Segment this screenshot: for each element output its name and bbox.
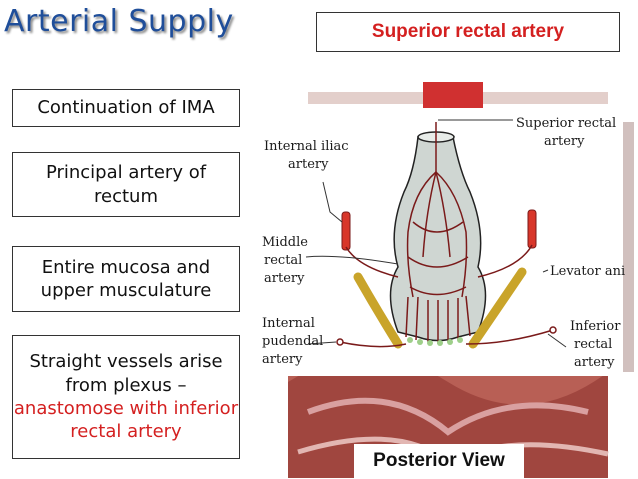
info-text: Entire mucosa and upper musculature [40,256,212,301]
subtitle-box: Superior rectal artery [316,12,620,52]
middle-rectal-artery-left [341,211,351,251]
label-superior-rectal-artery: Superior rectal [516,116,616,131]
label-middle-rectal-artery-3: artery [264,271,305,286]
rectum-arterial-diagram: Superior rectal artery Internal iliac ar… [248,82,634,478]
label-internal-pudendal-artery-2: pudendal [262,334,323,349]
label-levator-ani: Levator ani [550,264,625,279]
label-internal-pudendal-artery: Internal [262,316,315,331]
label-inferior-rectal-artery-3: artery [574,355,615,370]
label-internal-pudendal-artery-3: artery [262,352,303,367]
label-middle-rectal-artery: Middle [262,235,308,250]
label-inferior-rectal-artery: Inferior [570,319,621,334]
info-box-straight-vessels: Straight vessels arise from plexus – ana… [12,335,240,459]
info-text: Continuation of IMA [37,97,215,119]
label-middle-rectal-artery-2: rectal [264,253,302,268]
info-box-mucosa: Entire mucosa and upper musculature [12,246,240,312]
info-text-anastomosis: anastomose with inferior rectal artery [13,398,239,443]
subtitle-text: Superior rectal artery [371,21,565,42]
info-text: Straight vessels arise from plexus – [29,351,223,396]
info-box-principal-artery: Principal artery of rectum [12,152,240,217]
label-internal-iliac-artery-2: artery [288,157,329,172]
middle-rectal-artery-right [527,209,537,249]
info-box-continuation: Continuation of IMA [12,89,240,127]
label-superior-rectal-artery-2: artery [544,134,585,149]
info-text: Principal artery of rectum [45,162,207,207]
levator-ani-right [468,267,527,349]
slide-title: Arterial Supply [4,4,234,39]
label-inferior-rectal-artery-2: rectal [574,337,612,352]
label-internal-iliac-artery: Internal iliac [264,139,349,154]
anastomosis-dots [407,337,463,346]
view-label: Posterior View [354,444,524,478]
levator-ani-left [353,272,403,349]
vessel-plexus [405,122,471,344]
aorta-top [423,82,483,108]
